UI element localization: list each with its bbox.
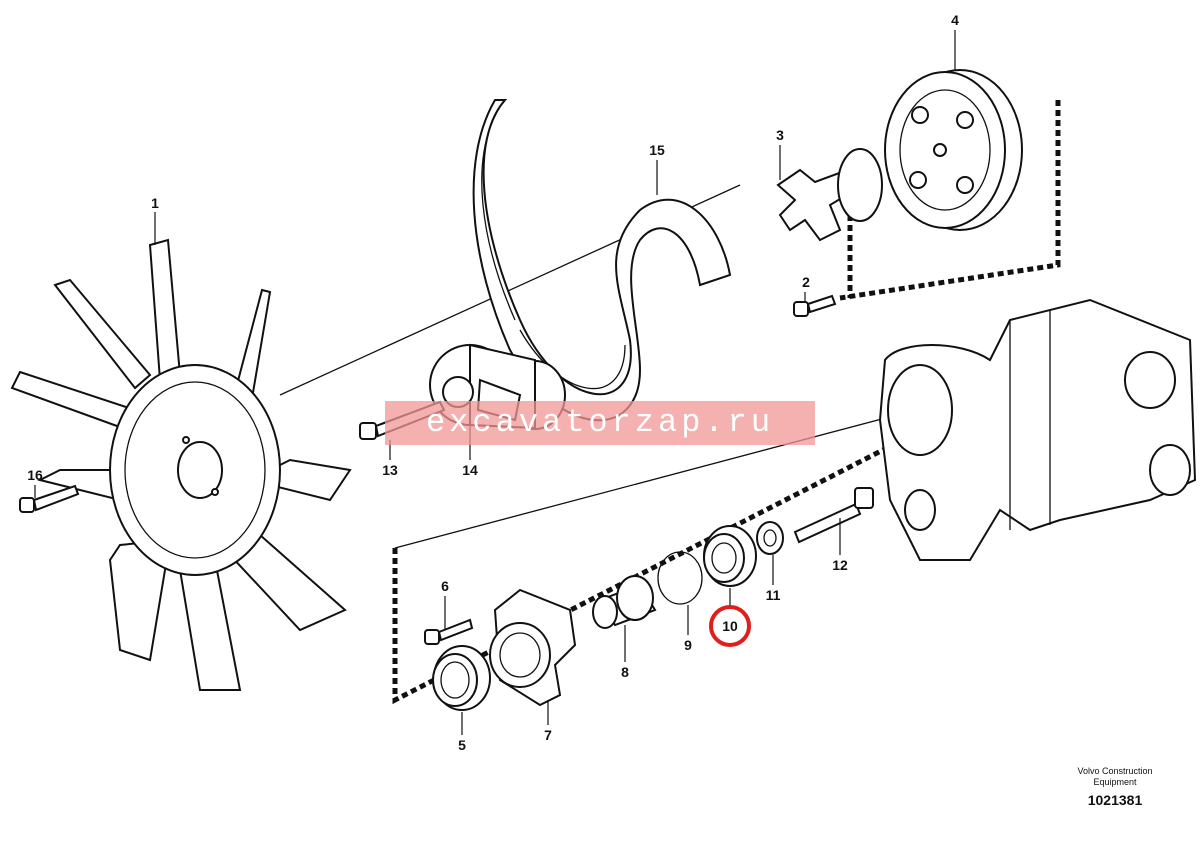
bracket bbox=[489, 588, 577, 707]
callout-14: 14 bbox=[462, 462, 478, 478]
callout-9: 9 bbox=[684, 637, 692, 653]
bolt-2 bbox=[793, 294, 837, 317]
callout-5: 5 bbox=[458, 737, 466, 753]
bearing-5 bbox=[432, 645, 491, 711]
brand-caption: Volvo Construction Equipment bbox=[1060, 766, 1170, 788]
reference-number: 1021381 bbox=[1087, 792, 1143, 808]
circlip bbox=[657, 551, 703, 605]
callout-11: 11 bbox=[766, 587, 781, 603]
spacer bbox=[592, 575, 657, 629]
pulley bbox=[884, 69, 1023, 231]
callout-16: 16 bbox=[27, 467, 43, 483]
bolt-12 bbox=[793, 487, 874, 544]
callout-10: 10 bbox=[722, 618, 738, 634]
bolt-6 bbox=[424, 618, 474, 645]
highlight-circle-10 bbox=[709, 605, 751, 647]
watermark: excavatorzap.ru bbox=[385, 401, 815, 445]
callout-13: 13 bbox=[382, 462, 398, 478]
fan bbox=[10, 238, 352, 691]
brand-line-1: Volvo Construction bbox=[1077, 766, 1153, 776]
callout-4: 4 bbox=[951, 12, 959, 28]
bearing-10 bbox=[703, 525, 757, 587]
pump-housing bbox=[878, 298, 1197, 561]
dashed-frame-upper bbox=[839, 100, 1061, 301]
callout-1: 1 bbox=[151, 195, 159, 211]
callout-3: 3 bbox=[776, 127, 784, 143]
callout-7: 7 bbox=[544, 727, 552, 743]
brand-line-2: Equipment bbox=[1093, 777, 1137, 787]
dashed-frame-lower bbox=[392, 387, 1002, 705]
callout-15: 15 bbox=[649, 142, 665, 158]
callout-8: 8 bbox=[621, 664, 629, 680]
washer bbox=[756, 521, 784, 555]
bolt-16 bbox=[19, 484, 80, 513]
callout-2: 2 bbox=[802, 274, 810, 290]
pump-hub bbox=[776, 148, 883, 242]
callout-6: 6 bbox=[441, 578, 449, 594]
callout-12: 12 bbox=[832, 557, 848, 573]
